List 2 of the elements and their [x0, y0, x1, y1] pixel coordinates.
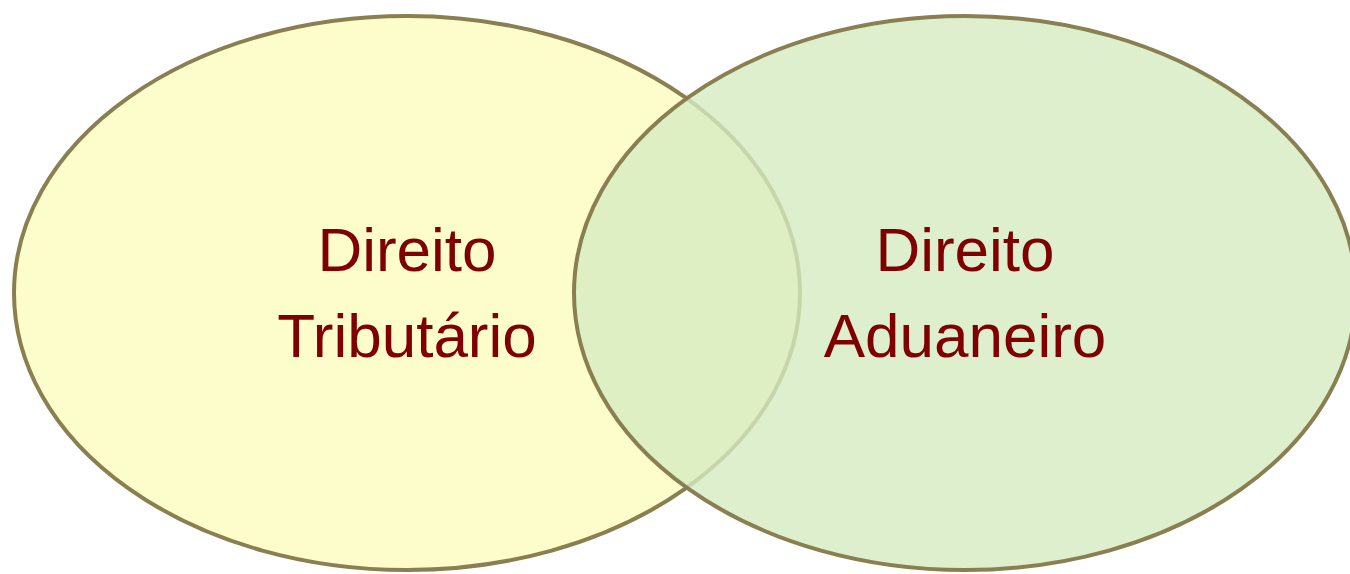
set-label: Direito Aduaneiro [822, 214, 1108, 372]
set-label: Direito Tributário [276, 214, 538, 372]
